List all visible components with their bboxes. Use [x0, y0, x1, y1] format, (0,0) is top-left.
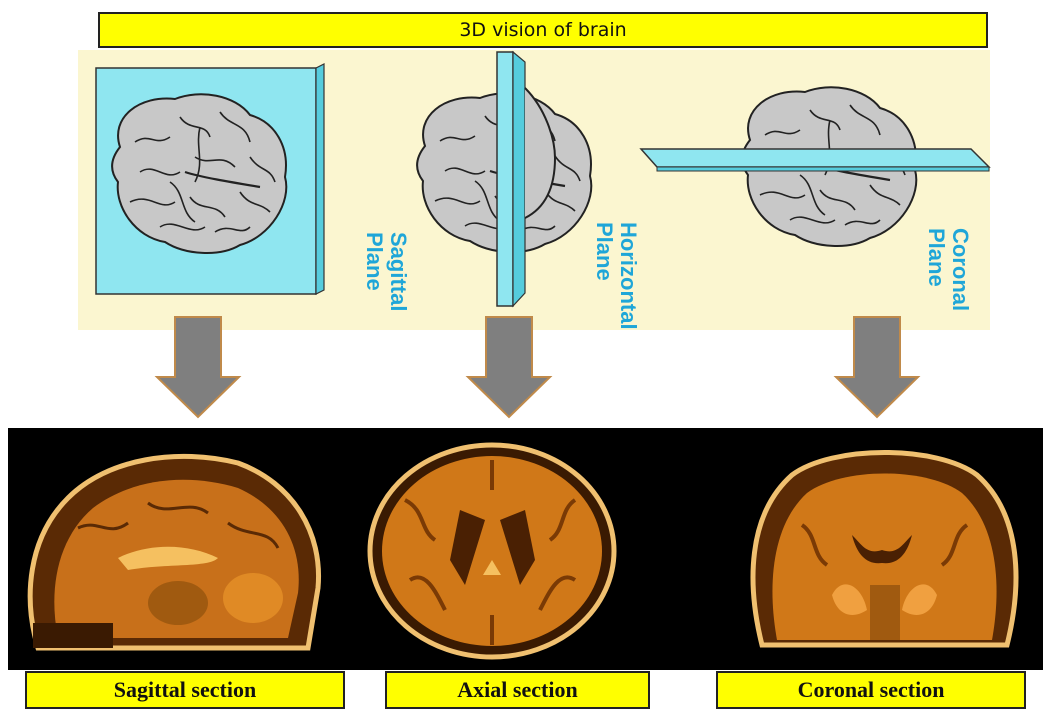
axial-section-text: Axial section: [457, 677, 577, 703]
cutting-plane-icon: [497, 52, 513, 306]
down-arrow-icon: [464, 315, 554, 420]
axial-mri-image: [365, 440, 620, 662]
coronal-section-text: Coronal section: [798, 677, 945, 703]
sagittal-section-text: Sagittal section: [114, 677, 256, 703]
coronal-section-label: Coronal section: [716, 671, 1026, 709]
brain-icon: [112, 94, 286, 253]
down-arrow-icon: [832, 315, 922, 420]
diagram-title: 3D vision of brain: [459, 19, 626, 41]
sagittal-plane-illustration: [88, 62, 333, 302]
coronal-mri-image: [742, 445, 1027, 660]
axial-section-label: Axial section: [385, 671, 650, 709]
sagittal-mri-image: [18, 448, 328, 658]
title-bar: 3D vision of brain: [98, 12, 988, 48]
sagittal-section-label: Sagittal section: [25, 671, 345, 709]
down-arrow-icon: [153, 315, 243, 420]
cutting-plane-icon: [641, 149, 989, 167]
